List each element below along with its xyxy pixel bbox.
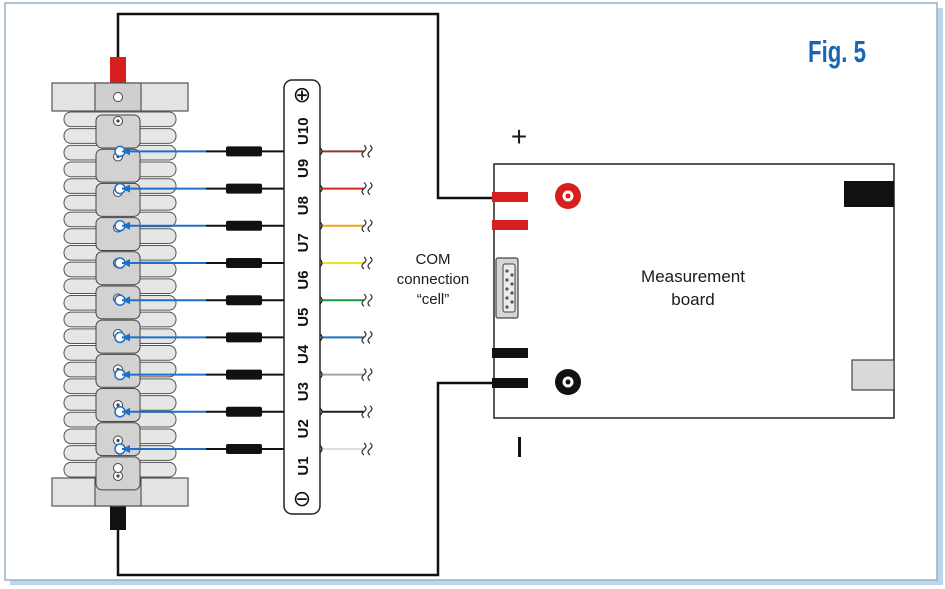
db9-pin: [510, 291, 514, 295]
terminal-screw-dot: [116, 438, 120, 443]
board-black-pin-2: [492, 378, 528, 388]
figure-title: Fig. 5: [808, 34, 866, 69]
arrow-head: [122, 445, 130, 453]
channel-label: U6: [295, 270, 312, 289]
negative-terminal-post: [110, 506, 126, 530]
board-red-pin-1: [492, 192, 528, 202]
com-connector-pins: [505, 269, 514, 309]
board-red-pin-2: [492, 220, 528, 230]
positive-terminal-post: [110, 57, 126, 83]
terminal-screw: [113, 92, 123, 102]
board-header-gray: [851, 359, 895, 391]
com-label-line1: COM: [416, 251, 451, 268]
probe-plug: [226, 332, 262, 343]
arrow-head: [122, 221, 130, 230]
channel-label: U10: [295, 117, 312, 145]
arrow-head: [122, 407, 130, 416]
channel-label: U7: [295, 233, 312, 252]
board-label-line2: board: [671, 290, 714, 309]
com-label-line3: “cell”: [417, 291, 450, 308]
channel-label: U5: [295, 308, 312, 327]
db9-pin: [505, 269, 509, 273]
channel-label: U8: [295, 196, 312, 215]
db9-pin: [505, 296, 509, 300]
board-label-line1: Measurement: [641, 267, 745, 286]
terminal-screw-dot: [116, 474, 120, 478]
probe-plug: [226, 444, 262, 454]
arrow-head: [122, 370, 130, 379]
wire-break-mark: [361, 442, 373, 456]
terminal-screw-dot: [116, 119, 120, 123]
db9-pin: [510, 273, 514, 277]
board-black-pin-1: [492, 348, 528, 358]
terminal-screw: [113, 463, 123, 473]
wire-break-mark: [361, 144, 373, 158]
probe-plug: [226, 146, 262, 157]
com-connector-face: [502, 263, 516, 313]
probe-plug: [226, 406, 262, 417]
db9-pin: [510, 282, 514, 286]
channel-label: U2: [295, 419, 312, 438]
negative-main-wire: [116, 381, 498, 577]
wire-break-mark: [361, 256, 373, 270]
probe-plug: [226, 258, 262, 268]
db9-pin: [505, 305, 509, 309]
wire-break-mark: [361, 293, 373, 307]
wire-break-mark: [361, 330, 373, 344]
channel-label: U9: [295, 159, 312, 178]
arrow-head: [122, 184, 130, 193]
db9-pin: [510, 300, 514, 304]
board-positive-socket-core: [565, 193, 571, 199]
arrow-head: [122, 333, 130, 342]
com-label-line2: connection: [397, 271, 470, 288]
connector-strip: [283, 79, 321, 515]
probe-plug: [226, 183, 262, 194]
terminal-screw-dot: [116, 403, 120, 407]
channel-label: U3: [295, 382, 312, 401]
probe-plug: [226, 295, 262, 306]
db9-pin: [505, 287, 509, 291]
arrow-head: [122, 296, 130, 305]
arrow-head: [122, 259, 130, 267]
wire-break-mark: [361, 368, 373, 382]
wire-break-mark: [361, 405, 373, 419]
plus-terminal-symbol: ⊕: [293, 83, 311, 108]
channel-labels: U1 U2 U3 U4 U5 U6 U7 U8 U9 U10: [295, 117, 312, 475]
minus-terminal-symbol: ⊖: [293, 487, 311, 512]
positive-main-wire: [116, 12, 498, 200]
channel-label: U4: [295, 344, 312, 364]
probe-plug: [226, 369, 262, 380]
arrow-head: [122, 147, 130, 156]
channel-label: U1: [295, 456, 312, 475]
board-header-black: [844, 181, 894, 207]
plus-sign: +: [511, 121, 527, 152]
probe-plug: [226, 220, 262, 231]
board-negative-socket-core: [565, 379, 571, 385]
minus-sign: [518, 437, 521, 457]
db9-pin: [505, 278, 509, 282]
wire-break-mark: [361, 219, 373, 233]
wire-break-mark: [361, 182, 373, 196]
